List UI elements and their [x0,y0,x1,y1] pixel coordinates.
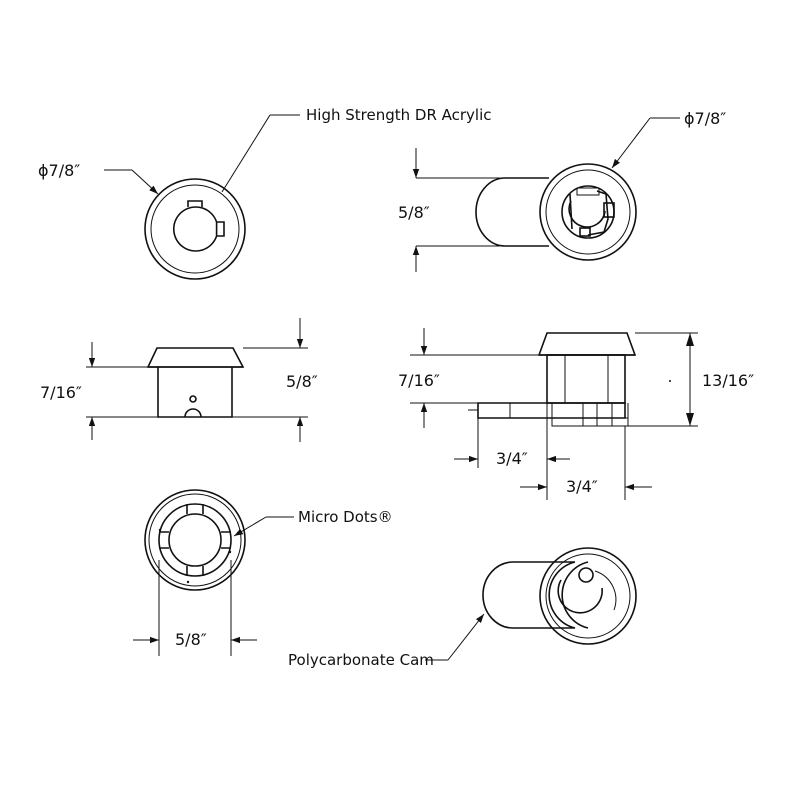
assembly-flange-dimension: 7/16″ [398,328,539,428]
front-face-view [144,178,246,280]
cam-label: Polycarbonate Cam [288,651,434,669]
assembly-side-view [468,332,637,427]
rear-cam-view [482,547,637,645]
body-side-view [146,347,245,418]
assembly-flange-text: 7/16″ [398,371,440,390]
polycarbonate-cam-outline [482,561,576,629]
acrylic-label: High Strength DR Acrylic [306,106,492,124]
rear-width-dimension: 5/8″ [133,560,257,656]
body-flange-dimension: 7/16″ [40,342,158,440]
side-diameter-dimension: ϕ7/8″ [611,109,726,169]
front-diameter-dimension: ϕ7/8″ [38,161,159,195]
body-height-text: 5/8″ [286,372,318,391]
assembly-height-dimension: 13/16″ [628,332,754,427]
keyway-outline [172,206,225,252]
cam-arm-outline [475,177,549,247]
micro-dots-callout: Micro Dots® [233,508,393,537]
cam-callout: Polycarbonate Cam [288,613,485,669]
body-flange-text: 7/16″ [40,383,82,402]
acrylic-callout: High Strength DR Acrylic [221,106,492,193]
rear-face-view [144,489,246,591]
cam-offset-text: 3/4″ [496,449,528,468]
body-height-dimension: 5/8″ [232,318,318,442]
micro-dots-label: Micro Dots® [298,508,393,526]
assembly-height-text: 13/16″ [702,371,754,390]
cam-length-dimension: 3/4″ [520,426,652,500]
front-diameter-text: ϕ7/8″ [38,161,80,180]
cam-offset-dimension: 3/4″ [454,403,570,500]
cam-length-text: 3/4″ [566,477,598,496]
rear-width-text: 5/8″ [175,630,207,649]
side-height-text: 5/8″ [398,203,430,222]
isometric-top-view [475,163,637,261]
side-height-dimension: 5/8″ [398,148,500,272]
side-diameter-text: ϕ7/8″ [684,109,726,128]
